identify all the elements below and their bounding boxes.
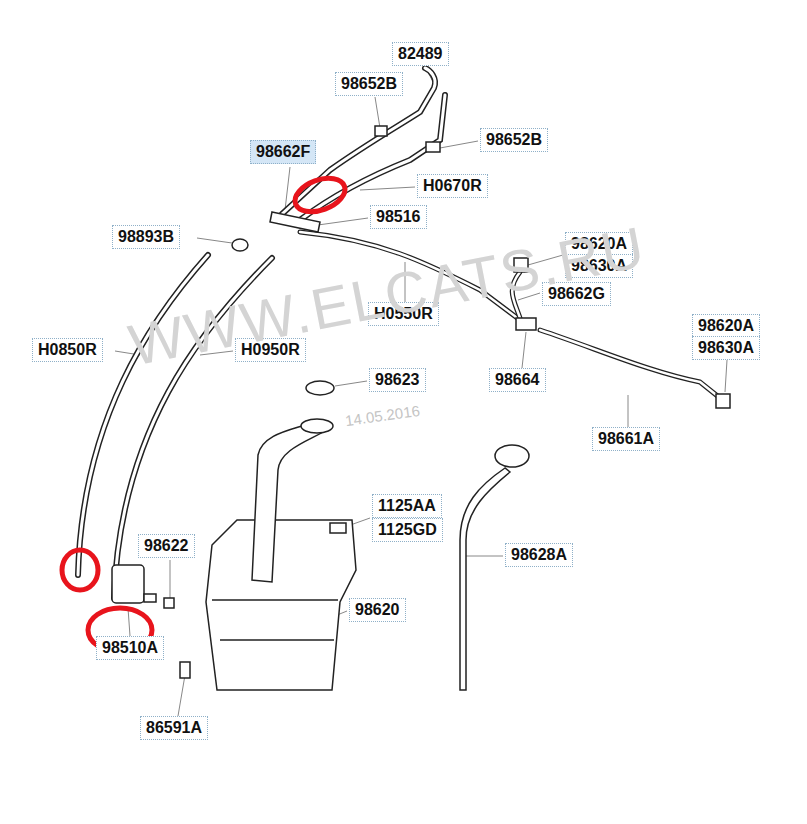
reservoir-ribs [212,600,338,640]
callout-number: 1125GD [372,518,443,542]
callout-number: 82489 [392,42,449,66]
callout-number: H0670R [417,174,488,198]
bolt [330,523,346,533]
grommet [232,239,248,251]
callout-number: 98628A [505,543,573,567]
callout-number: H0850R [32,338,103,362]
nozzle [716,394,730,408]
callout-number: 98622 [138,534,195,558]
neck-top [301,419,333,433]
callout-number: 86591A [140,716,208,740]
callout-number: 98516 [370,205,427,229]
connector [516,318,536,330]
callout-number: 98661A [592,427,660,451]
pump-plug [144,594,156,602]
grommet [164,598,174,608]
callout-number: 98620 [349,598,406,622]
bracket [270,212,320,232]
clip [375,126,387,136]
callout-number: 98620A [692,314,760,338]
parts [112,126,730,690]
dipstick [460,468,510,690]
callout-number: 98623 [369,368,426,392]
bolt [180,662,190,678]
leader-lines [115,66,727,716]
callout-number: 98510A [96,636,164,660]
dipstick-cap [495,445,529,467]
callout-number: H0950R [235,338,306,362]
callout-number: 98630A [692,336,760,360]
callout-number: 98652B [335,72,403,96]
date-stamp: 14.05.2016 [339,399,426,433]
callout-number: 1125AA [372,494,442,518]
clip [426,142,440,152]
callout-number: 98664 [489,368,546,392]
filler-neck [252,425,330,582]
callout-number: 98652B [480,128,548,152]
cap [306,381,334,395]
reservoir [206,520,356,690]
callout-number: 98662F [250,140,316,164]
callout-number: 98662G [542,282,611,306]
pump [112,565,144,603]
hoses [78,68,720,598]
callout-number: 98893B [112,225,180,249]
highlight-marks [62,172,350,652]
